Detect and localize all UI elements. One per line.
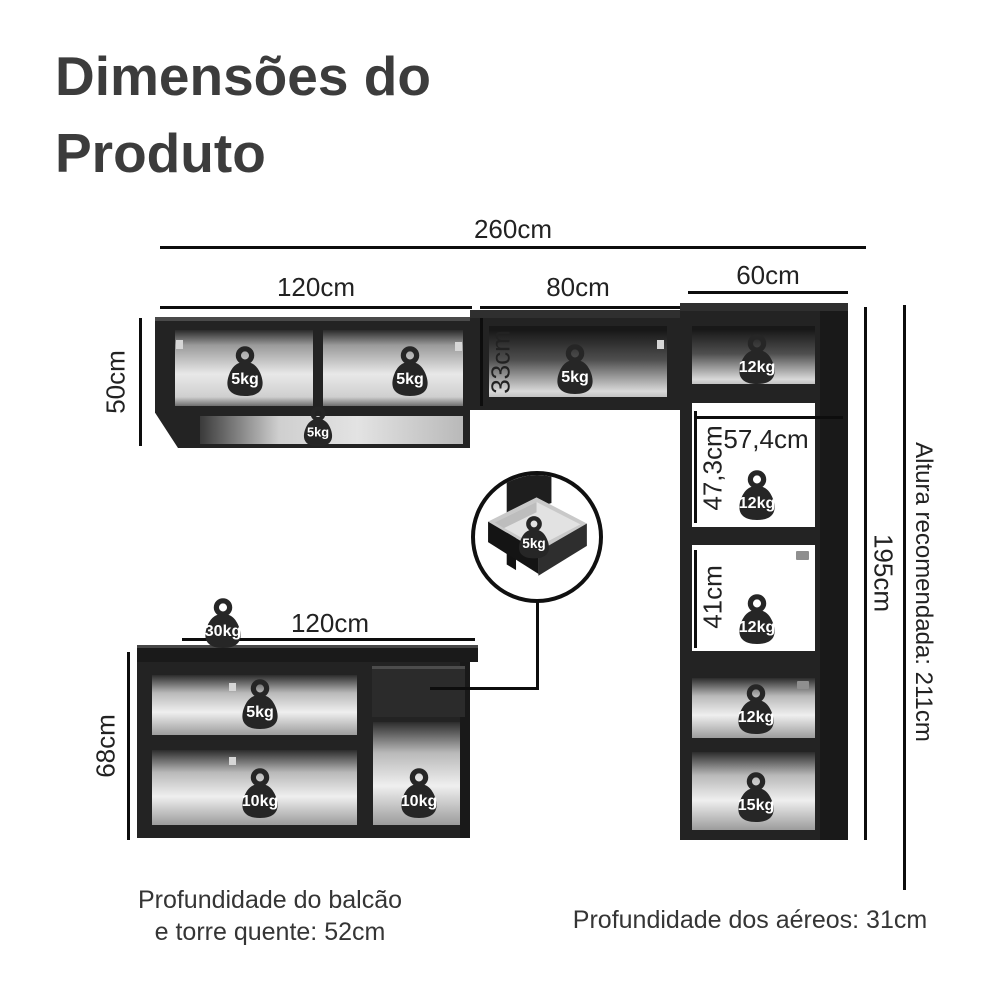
dim-total-width: 260cm — [473, 214, 553, 244]
tower-right-side — [820, 311, 848, 840]
weight-label: 5kg — [561, 369, 589, 386]
dim-niche-width: 57,4cm — [723, 424, 809, 454]
drawer-handle-icon — [796, 551, 809, 560]
dim-line-niche-bottom-height — [694, 550, 697, 648]
weight-icon: 5kg — [231, 678, 289, 732]
dim-tower-width: 60cm — [736, 260, 800, 290]
dim-line-total-width — [160, 246, 866, 249]
dim-line-counter-height — [127, 652, 130, 840]
weight-label: 15kg — [737, 797, 775, 814]
aereo-left-top-edge — [155, 317, 470, 321]
hinge-icon — [455, 342, 462, 351]
hinge-icon — [229, 757, 236, 765]
weight-icon: 5kg — [216, 345, 274, 399]
counter-right-side — [460, 662, 470, 838]
hinge-icon — [176, 340, 183, 349]
page-title: Dimensões do Produto — [55, 38, 431, 192]
weight-icon: 12kg — [728, 469, 786, 523]
weight-icon: 5kg — [546, 343, 604, 397]
weight-icon: 10kg — [390, 767, 448, 821]
weight-icon: 12kg — [728, 593, 786, 647]
dim-line-recommended-height — [903, 305, 906, 890]
weight-icon: 12kg — [728, 333, 786, 387]
dim-aereo-mid-height: 33cm — [485, 330, 516, 394]
counter-drawer-edge — [372, 666, 465, 669]
weight-label: 10kg — [241, 793, 279, 810]
weight-label: 5kg — [522, 537, 546, 552]
dim-line-tower-height — [864, 307, 867, 840]
dim-line-counter-width — [182, 638, 475, 641]
page-title-line2: Produto — [55, 122, 266, 184]
hinge-icon — [229, 683, 236, 691]
pointer-line-horizontal — [430, 687, 539, 690]
weight-label: 5kg — [231, 371, 259, 388]
aereos-depth-note: Profundidade dos aéreos: 31cm — [572, 906, 928, 934]
weight-label: 12kg — [738, 359, 776, 376]
dim-counter-height: 68cm — [90, 714, 121, 778]
weight-label: 10kg — [400, 793, 438, 810]
dim-aereo-mid-width: 80cm — [546, 272, 610, 302]
dim-niche-top-height: 47,3cm — [697, 425, 728, 511]
weight-label: 5kg — [306, 426, 330, 440]
weight-icon: 12kg — [727, 683, 785, 737]
weight-icon: 5kg — [509, 515, 558, 561]
counter-drawer-front — [372, 666, 465, 717]
counter-depth-note-line1: Profundidade do balcão — [137, 886, 403, 914]
weight-label: 30kg — [204, 623, 242, 640]
dim-line-aereo-mid-width — [480, 306, 685, 309]
dim-line-tower-width — [688, 291, 848, 294]
aereo-mid-top-face — [470, 310, 685, 318]
dim-aereo-left-height: 50cm — [100, 350, 131, 414]
weight-label: 5kg — [396, 371, 424, 388]
counter-depth-note-line2: e torre quente: 52cm — [154, 918, 386, 946]
dim-counter-width: 120cm — [290, 608, 370, 638]
weight-icon: 10kg — [231, 767, 289, 821]
counter-top-slab — [137, 645, 478, 662]
weight-icon: 5kg — [381, 345, 439, 399]
aereo-left-compartment-2 — [323, 330, 463, 406]
weight-label: 12kg — [738, 619, 776, 636]
page-title-line1: Dimensões do — [55, 45, 431, 107]
weight-icon: 15kg — [727, 771, 785, 825]
dim-line-niche-top-height — [694, 411, 697, 523]
hinge-icon — [657, 340, 664, 349]
weight-icon: 30kg — [194, 597, 252, 651]
tower-top-face — [680, 303, 848, 311]
counter-depth-note: Profundidade do balcão e torre quente: 5… — [90, 884, 450, 948]
dim-line-niche-width — [696, 416, 843, 419]
counter-top-edge — [137, 645, 478, 648]
dim-recommended-height: Altura recomendada: 211cm — [910, 442, 937, 742]
pointer-line-vertical — [536, 601, 539, 690]
weight-icon: 5kg — [295, 405, 341, 448]
drawer-handle-icon — [797, 681, 809, 689]
dim-line-aereo-left-width — [160, 306, 472, 309]
dim-niche-bottom-height: 41cm — [697, 565, 728, 629]
weight-label: 12kg — [737, 709, 775, 726]
dim-tower-height: 195cm — [868, 533, 899, 613]
weight-label: 5kg — [246, 704, 274, 721]
dim-line-aereo-left-height — [139, 318, 142, 446]
weight-label: 12kg — [738, 495, 776, 512]
dim-aereo-left-width: 120cm — [276, 272, 356, 302]
dim-line-aereo-mid-height — [480, 318, 483, 406]
